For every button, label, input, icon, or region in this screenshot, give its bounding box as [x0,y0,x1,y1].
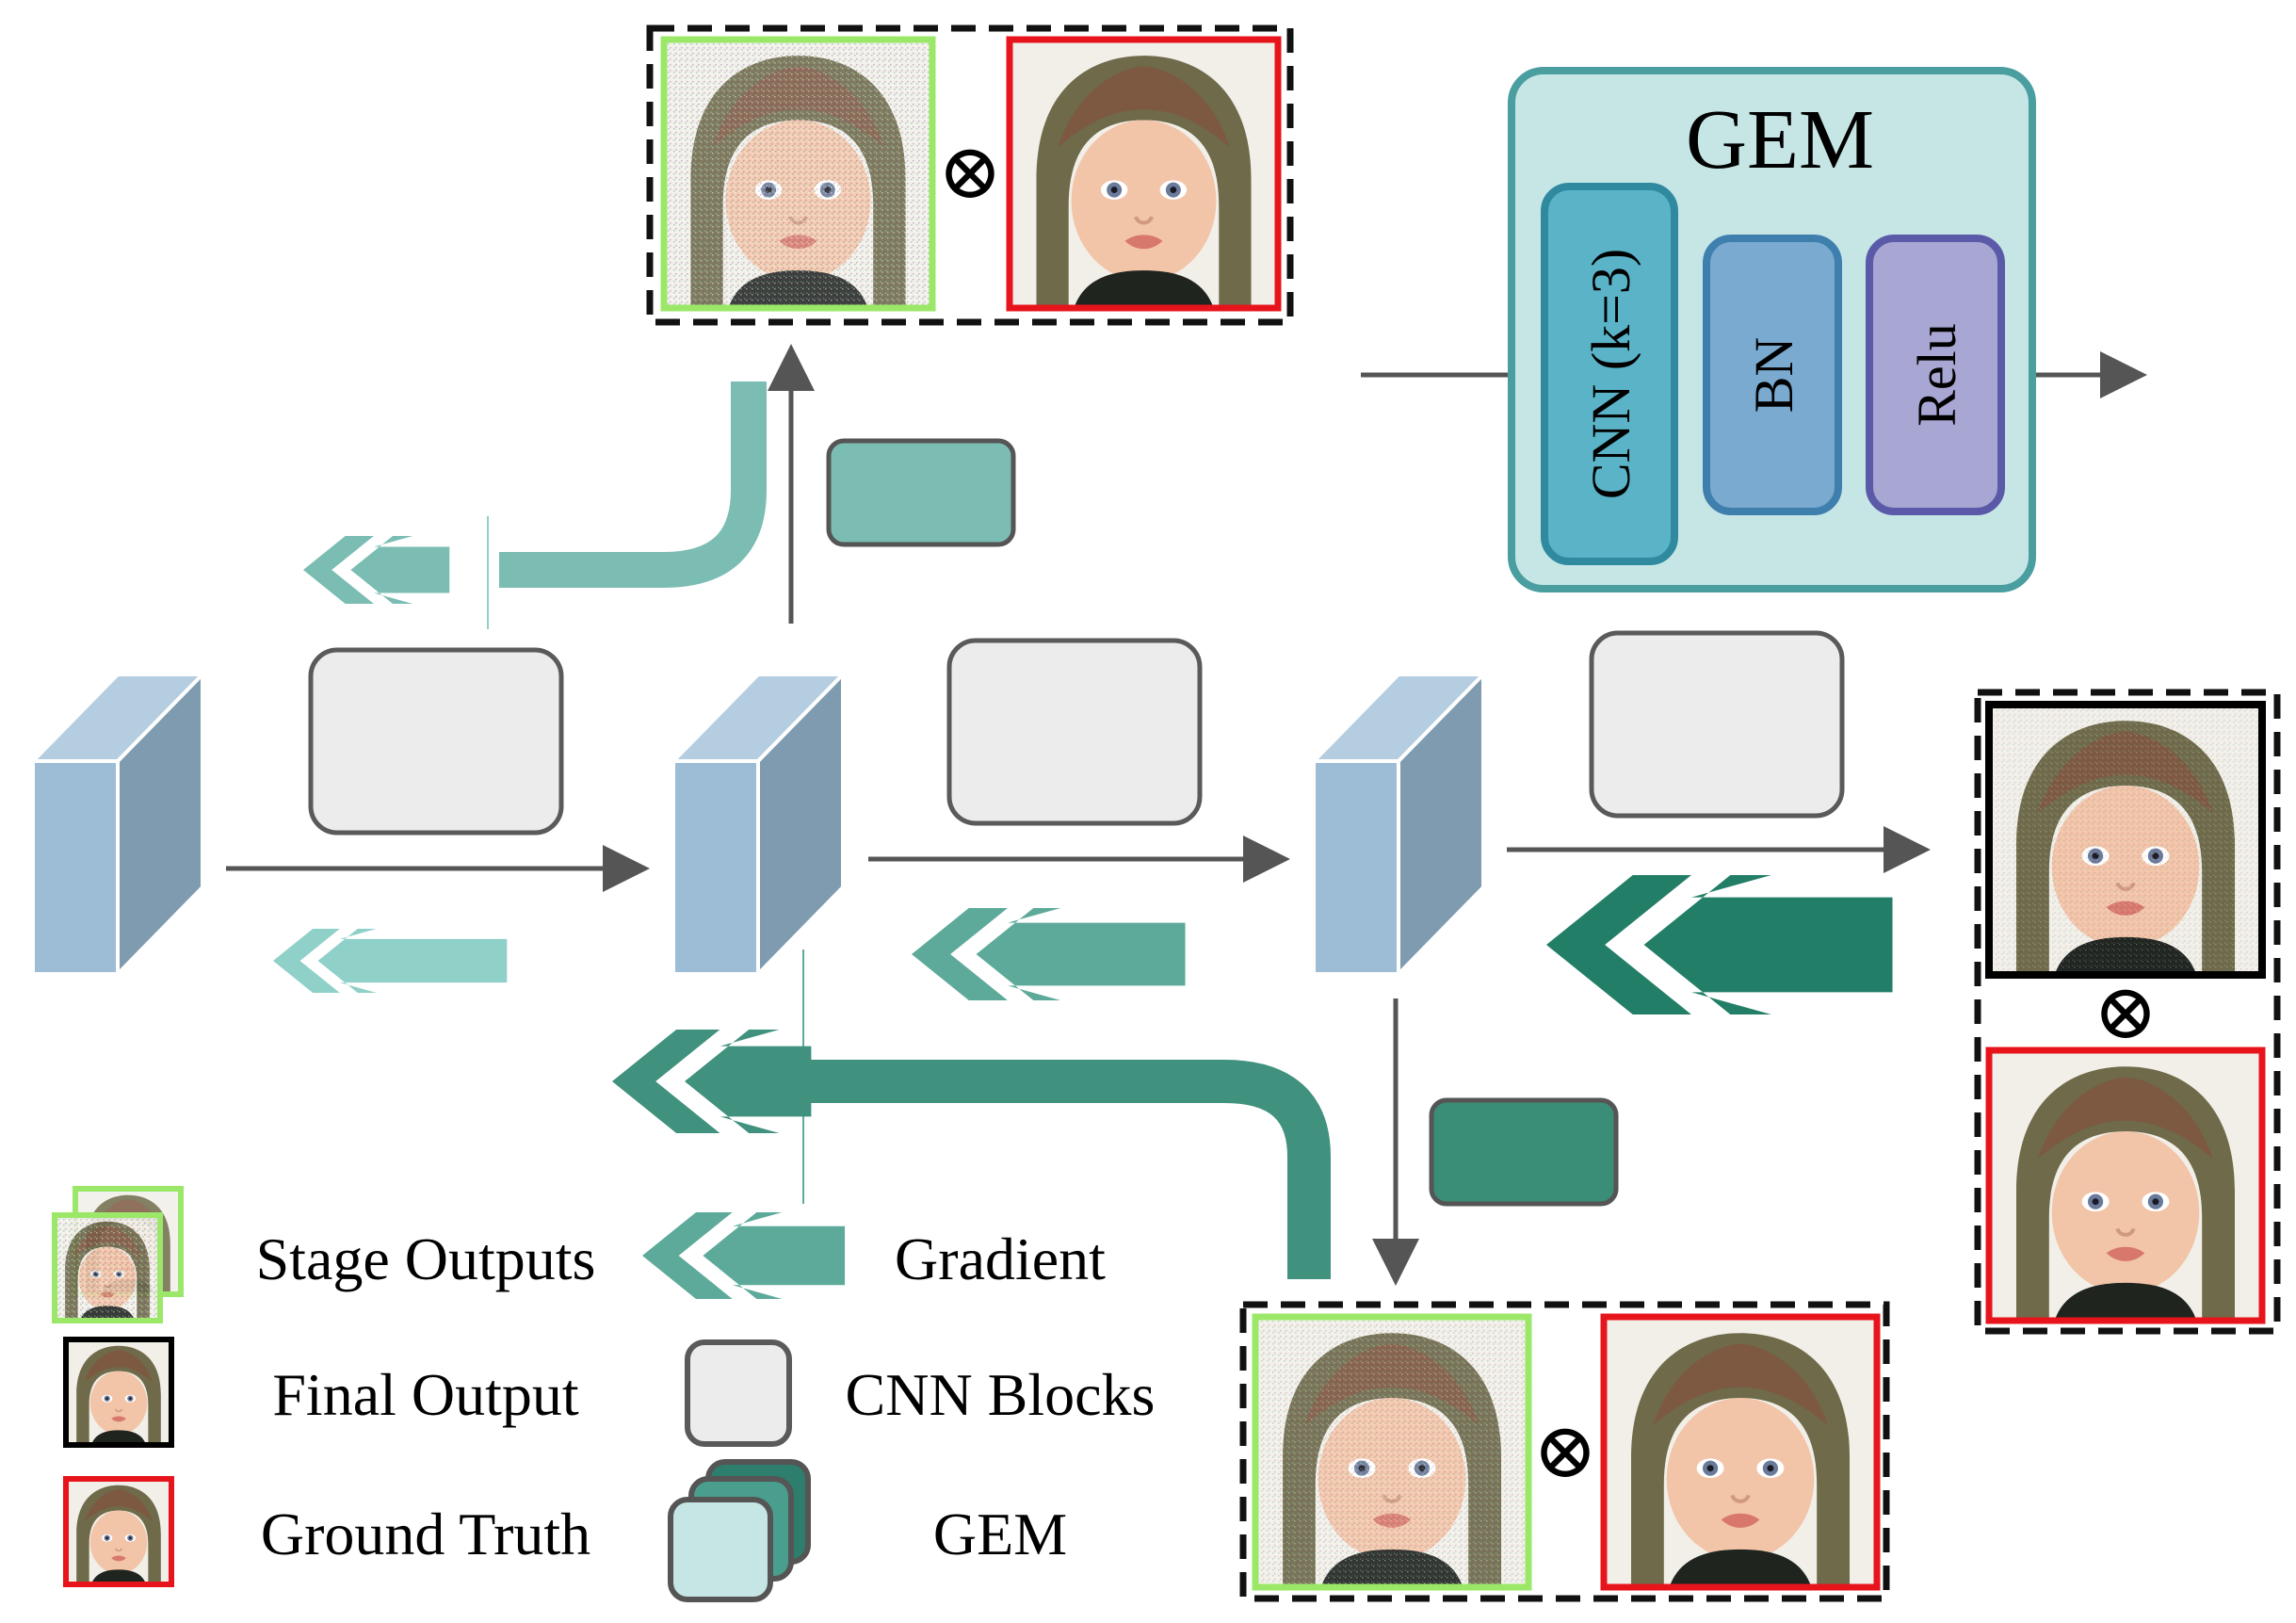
gradient-chevron-stage1-top [303,536,450,604]
legend-gem-icon [668,1459,811,1602]
gem-block-cnn: CNN (k=3) [1541,183,1678,565]
gem-block-relu: Relu [1866,235,2005,515]
legend-stage-outputs-label: Stage Outputs [256,1225,596,1292]
stage1-output-image [660,36,936,312]
gradient-chevron-stage2-bottom [612,1030,812,1133]
gem-marker-top [826,438,1016,547]
legend-stage-outputs-icon [52,1186,184,1323]
gem-block-bn-label: BN [1743,337,1804,414]
legend-ground-truth-label: Ground Truth [261,1501,590,1567]
final-output-image [1985,701,2266,979]
legend-cnn-blocks-label: CNN Blocks [846,1361,1156,1428]
feature-map-block-icon [28,670,207,979]
gem-panel: GEM CNN (k=3) BN Relu [1508,67,2036,592]
legend-gradient-icon [642,1212,846,1299]
legend-final-output-icon [63,1337,174,1448]
multiply-icon: ⊗ [2094,969,2159,1055]
gradient-curve-top [499,381,767,588]
gradient-chevron-stage3 [1546,875,1893,1014]
gem-block-bn: BN [1703,235,1842,515]
gem-marker-bottom [1429,1097,1619,1207]
final-ground-truth-image [1985,1047,2266,1324]
stage1-ground-truth-image [1006,36,1282,312]
gem-panel-title: GEM [1686,93,1874,187]
cnn-block-1 [308,647,564,836]
cnn-block-2 [946,638,1203,826]
stage1-comparison: ⊗ [646,24,1294,326]
gradient-curve-bottom [810,1060,1331,1279]
feature-map-block-icon [1309,670,1488,979]
stage2-ground-truth-image [1600,1313,1881,1591]
cnn-block-3 [1589,630,1845,819]
multiply-icon: ⊗ [1533,1408,1598,1494]
legend-ground-truth-icon [63,1476,174,1587]
legend-gradient-label: Gradient [895,1225,1106,1292]
gem-block-relu-label: Relu [1906,323,1967,427]
legend: Stage Outputs Gradient Final Output CNN … [52,1186,1156,1602]
gem-block-cnn-label: CNN (k=3) [1580,249,1641,499]
gradient-chevron-stage2 [912,908,1186,1000]
gradient-chevron-stage1 [273,929,508,993]
legend-cnn-block-icon [685,1339,792,1447]
multiply-icon: ⊗ [938,129,1003,215]
feature-map-block-icon [669,670,848,979]
legend-final-output-label: Final Output [272,1361,579,1428]
legend-gem-label: GEM [933,1501,1067,1567]
stage2-output-image [1252,1313,1532,1591]
stage2-comparison: ⊗ [1239,1301,1890,1602]
final-comparison: ⊗ [1974,689,2281,1335]
